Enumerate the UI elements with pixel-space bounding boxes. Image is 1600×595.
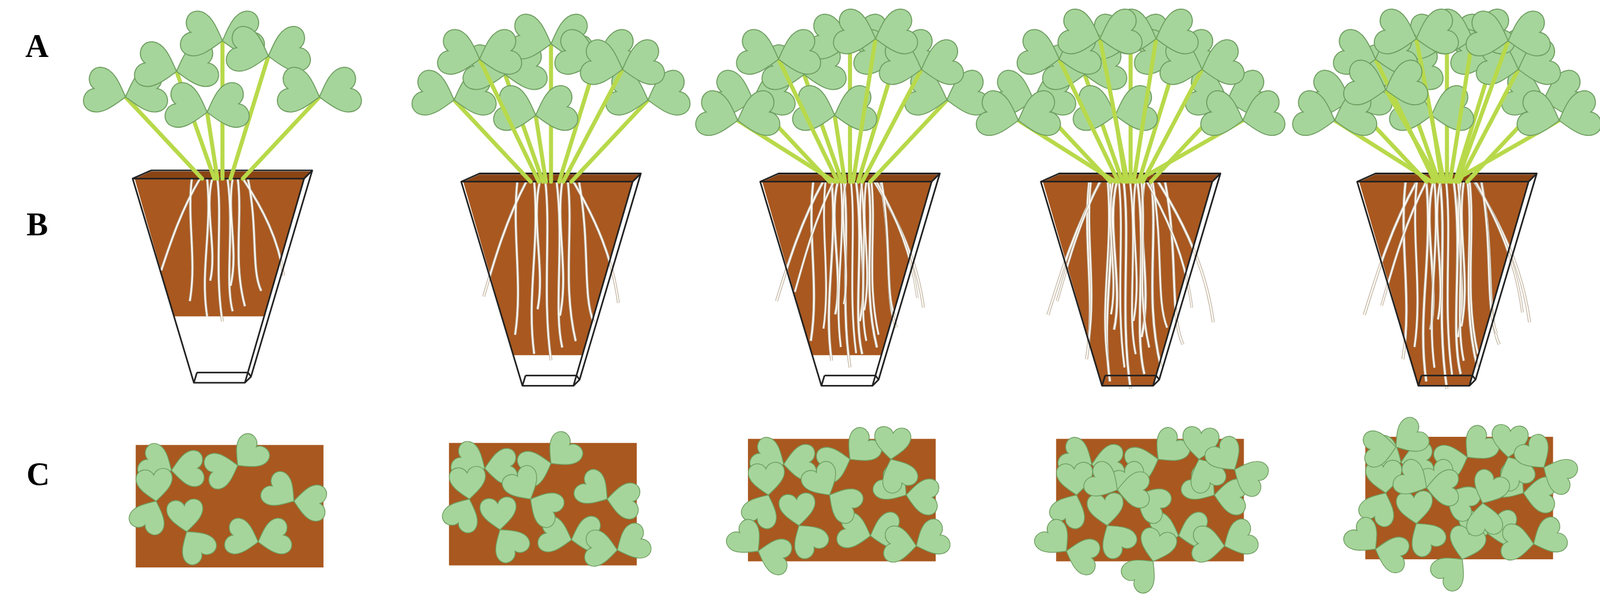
pot-column-3 bbox=[693, 6, 992, 386]
top-view-1 bbox=[124, 425, 337, 572]
top-view-5 bbox=[1335, 411, 1588, 595]
top-view-2 bbox=[437, 423, 656, 574]
pot-column-4 bbox=[973, 6, 1288, 389]
top-view-4 bbox=[1026, 419, 1279, 595]
top-view-3 bbox=[718, 419, 955, 585]
row-label: C bbox=[26, 458, 50, 491]
row-label: A bbox=[25, 29, 49, 63]
pot-column-1 bbox=[81, 8, 365, 383]
row-label: B bbox=[26, 208, 48, 241]
pot-column-5 bbox=[1290, 6, 1600, 389]
pot-column-2 bbox=[409, 11, 693, 386]
